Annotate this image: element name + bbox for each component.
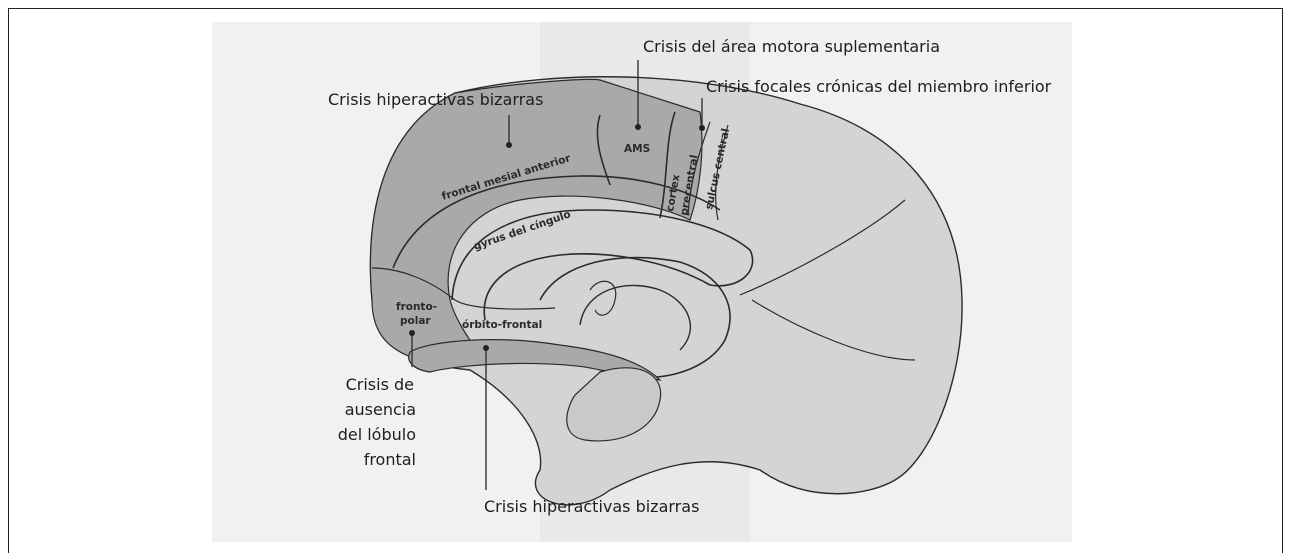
region-label-orbito-frontal: órbito-frontal	[462, 319, 542, 331]
dot-hyperactive-bottom	[483, 345, 489, 351]
region-label-frontopolar: fronto-	[396, 301, 437, 313]
callout-absence-line-2: ausencia	[345, 400, 416, 419]
dot-sma	[635, 124, 641, 130]
callout-absence-line-4: frontal	[364, 450, 416, 469]
region-label-ams: AMS	[624, 143, 650, 155]
region-label-frontopolar-2: polar	[400, 315, 431, 327]
dot-lower-limb	[699, 125, 705, 131]
callout-absence-line-1: Crisis de	[346, 375, 414, 394]
callout-sma: Crisis del área motora suplementaria	[643, 37, 940, 56]
callout-hyperactive-bottom: Crisis hiperactivas bizarras	[484, 497, 699, 516]
dot-absence	[409, 330, 415, 336]
callout-hyperactive-top: Crisis hiperactivas bizarras	[328, 90, 543, 109]
callout-lower-limb: Crisis focales crónicas del miembro infe…	[706, 77, 1052, 96]
dot-hyperactive-top	[506, 142, 512, 148]
callout-absence-line-3: del lóbulo	[338, 425, 416, 444]
